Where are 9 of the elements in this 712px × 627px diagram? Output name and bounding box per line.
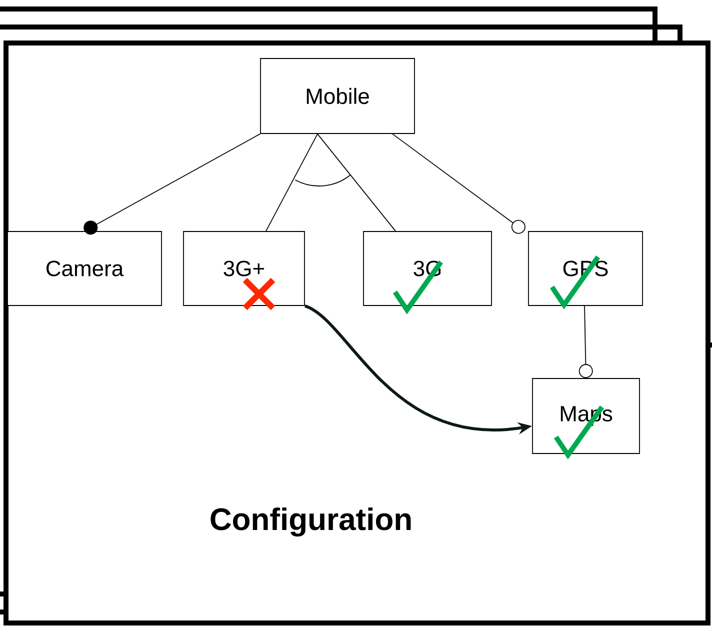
feature-box: 3G+ xyxy=(183,231,305,306)
connector xyxy=(317,134,396,232)
connector xyxy=(266,134,318,232)
frame-title: Configuration xyxy=(210,507,411,537)
feature-box: Camera xyxy=(7,231,162,306)
connector xyxy=(578,306,593,378)
connector xyxy=(392,134,526,234)
connector xyxy=(84,134,260,235)
feature-box: Mobile xyxy=(260,58,415,134)
